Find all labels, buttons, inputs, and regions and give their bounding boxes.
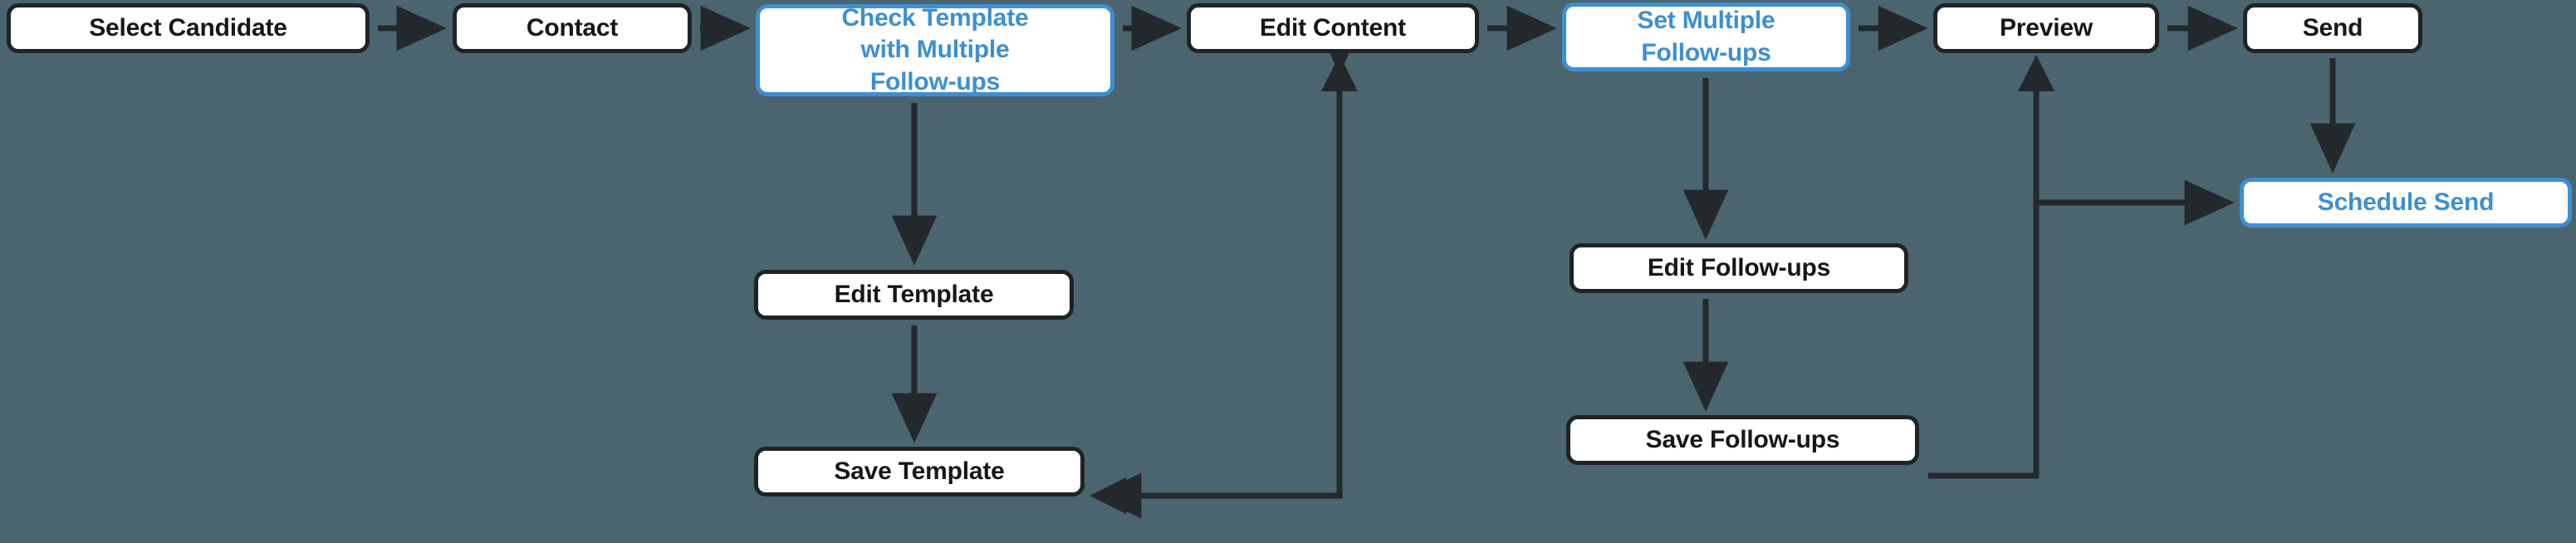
node-label: Schedule Send [2317,188,2495,216]
arrowhead-into-save-template [1090,477,1126,514]
node-check-template-with-multiple-follow-ups[interactable]: Check Template with Multiple Follow-ups [756,4,1114,96]
node-label: Edit Template [834,280,994,308]
node-label: Save Follow-ups [1645,425,1840,453]
node-edit-content[interactable]: Edit Content [1187,3,1479,53]
arrowhead-into-edit-content [1321,55,1358,91]
node-label: Edit Follow-ups [1647,253,1831,281]
node-edit-template[interactable]: Edit Template [754,270,1074,320]
node-label: Contact [526,13,619,42]
node-label: Preview [1999,13,2093,42]
node-label: Select Candidate [89,13,287,42]
node-set-multiple-follow-ups[interactable]: Set Multiple Follow-ups [1562,2,1850,71]
node-preview[interactable]: Preview [1933,3,2159,53]
edge-loop-edit-content-save-template [1091,24,1363,519]
node-label: Check Template with Multiple Follow-ups [841,3,1029,95]
edge-save-follow-ups-to-preview [1928,66,2040,479]
node-save-follow-ups[interactable]: Save Follow-ups [1566,415,1919,465]
node-schedule-send[interactable]: Schedule Send [2240,178,2572,227]
node-send[interactable]: Send [2243,3,2422,53]
node-label: Set Multiple Follow-ups [1637,7,1775,66]
arrowhead-into-preview [2018,55,2054,91]
node-label: Send [2302,13,2363,42]
node-label: Edit Content [1260,13,1406,42]
node-contact[interactable]: Contact [453,3,692,53]
node-edit-follow-ups[interactable]: Edit Follow-ups [1570,243,1908,293]
node-save-template[interactable]: Save Template [754,447,1085,497]
node-select-candidate[interactable]: Select Candidate [7,3,370,53]
node-label: Save Template [834,457,1005,485]
